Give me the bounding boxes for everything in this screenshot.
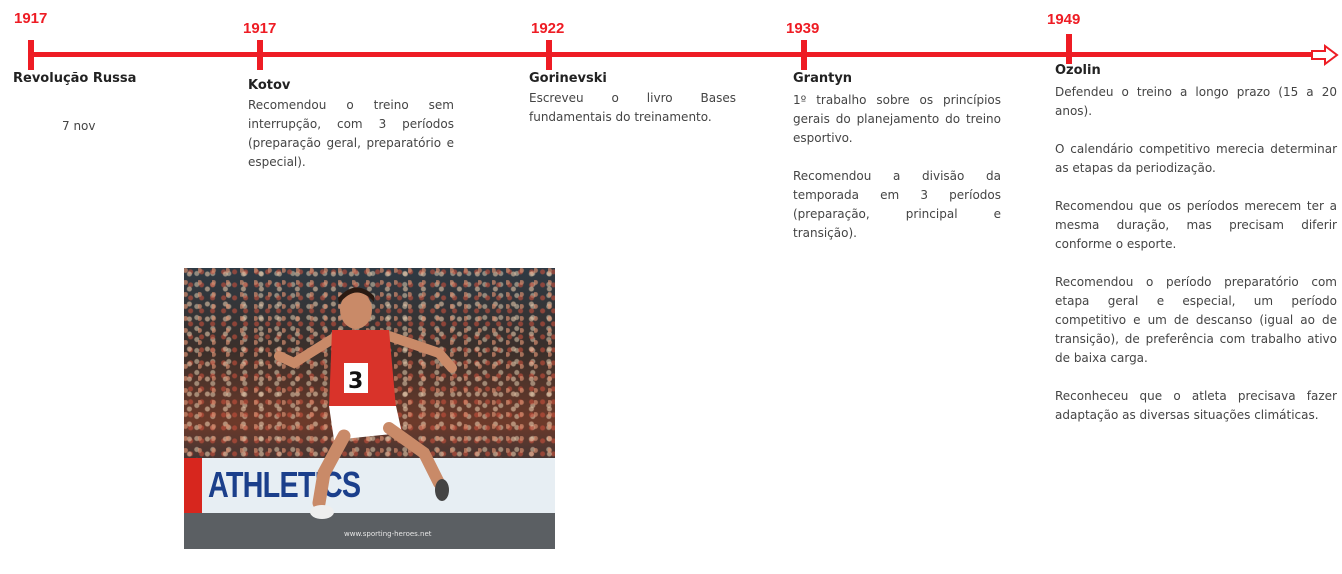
event-title-kotov: Kotov bbox=[248, 78, 291, 93]
event-paragraph: O calendário competitivo merecia determi… bbox=[1055, 142, 1337, 175]
event-title-revolucao: Revolução Russa bbox=[13, 71, 137, 86]
timeline-tick-1917-b bbox=[257, 40, 263, 70]
photo-credit: www.sporting-heroes.net bbox=[344, 530, 432, 538]
photo-banner-text: ATHLETICS bbox=[208, 464, 361, 505]
event-title-gorinevski: Gorinevski bbox=[529, 71, 607, 86]
event-paragraph: Recomendou que os períodos merecem ter a… bbox=[1055, 199, 1337, 251]
timeline-tick-1949 bbox=[1066, 34, 1072, 64]
event-paragraph: 1º trabalho sobre os princípios gerais d… bbox=[793, 93, 1001, 145]
year-label: 1949 bbox=[1047, 11, 1081, 28]
event-note-date: 7 nov bbox=[62, 119, 96, 133]
bib-number: 3 bbox=[348, 369, 363, 394]
timeline-tick-1939 bbox=[801, 40, 807, 70]
event-text-ozolin: Defendeu o treino a longo prazo (15 a 20… bbox=[1055, 83, 1337, 425]
year-label: 1917 bbox=[14, 10, 48, 27]
event-paragraph: Recomendou o período preparatório com et… bbox=[1055, 275, 1337, 365]
athlete-figure: 3 bbox=[274, 287, 457, 519]
event-title-ozolin: Ozolin bbox=[1055, 63, 1101, 78]
photo-advert-board: ATHLETICS bbox=[184, 458, 555, 513]
event-paragraph: Recomendou o treino sem interrupção, com… bbox=[248, 98, 454, 169]
athlete-photo: ATHLETICS 3 www.sporting-heroes.net bbox=[184, 268, 555, 549]
event-paragraph: Defendeu o treino a longo prazo (15 a 20… bbox=[1055, 85, 1337, 118]
event-paragraph: Escreveu o livro Bases fundamentais do t… bbox=[529, 91, 736, 124]
event-text-kotov: Recomendou o treino sem interrupção, com… bbox=[248, 96, 454, 172]
event-text-gorinevski: Escreveu o livro Bases fundamentais do t… bbox=[529, 89, 736, 127]
year-label: 1922 bbox=[531, 20, 565, 37]
event-text-grantyn: 1º trabalho sobre os princípios gerais d… bbox=[793, 91, 1001, 243]
photo-ground bbox=[184, 513, 555, 549]
photo-board-stripe bbox=[184, 458, 202, 513]
timeline-tick-1917-a bbox=[28, 40, 34, 70]
timeline-line bbox=[30, 52, 1315, 57]
event-title-grantyn: Grantyn bbox=[793, 71, 853, 86]
arrow-right-outline-icon bbox=[1311, 44, 1339, 66]
event-paragraph: Recomendou a divisão da temporada em 3 p… bbox=[793, 169, 1001, 240]
year-label: 1939 bbox=[786, 20, 820, 37]
year-label: 1917 bbox=[243, 20, 277, 37]
timeline-tick-1922 bbox=[546, 40, 552, 70]
event-paragraph: Reconheceu que o atleta precisava fazer … bbox=[1055, 389, 1337, 422]
